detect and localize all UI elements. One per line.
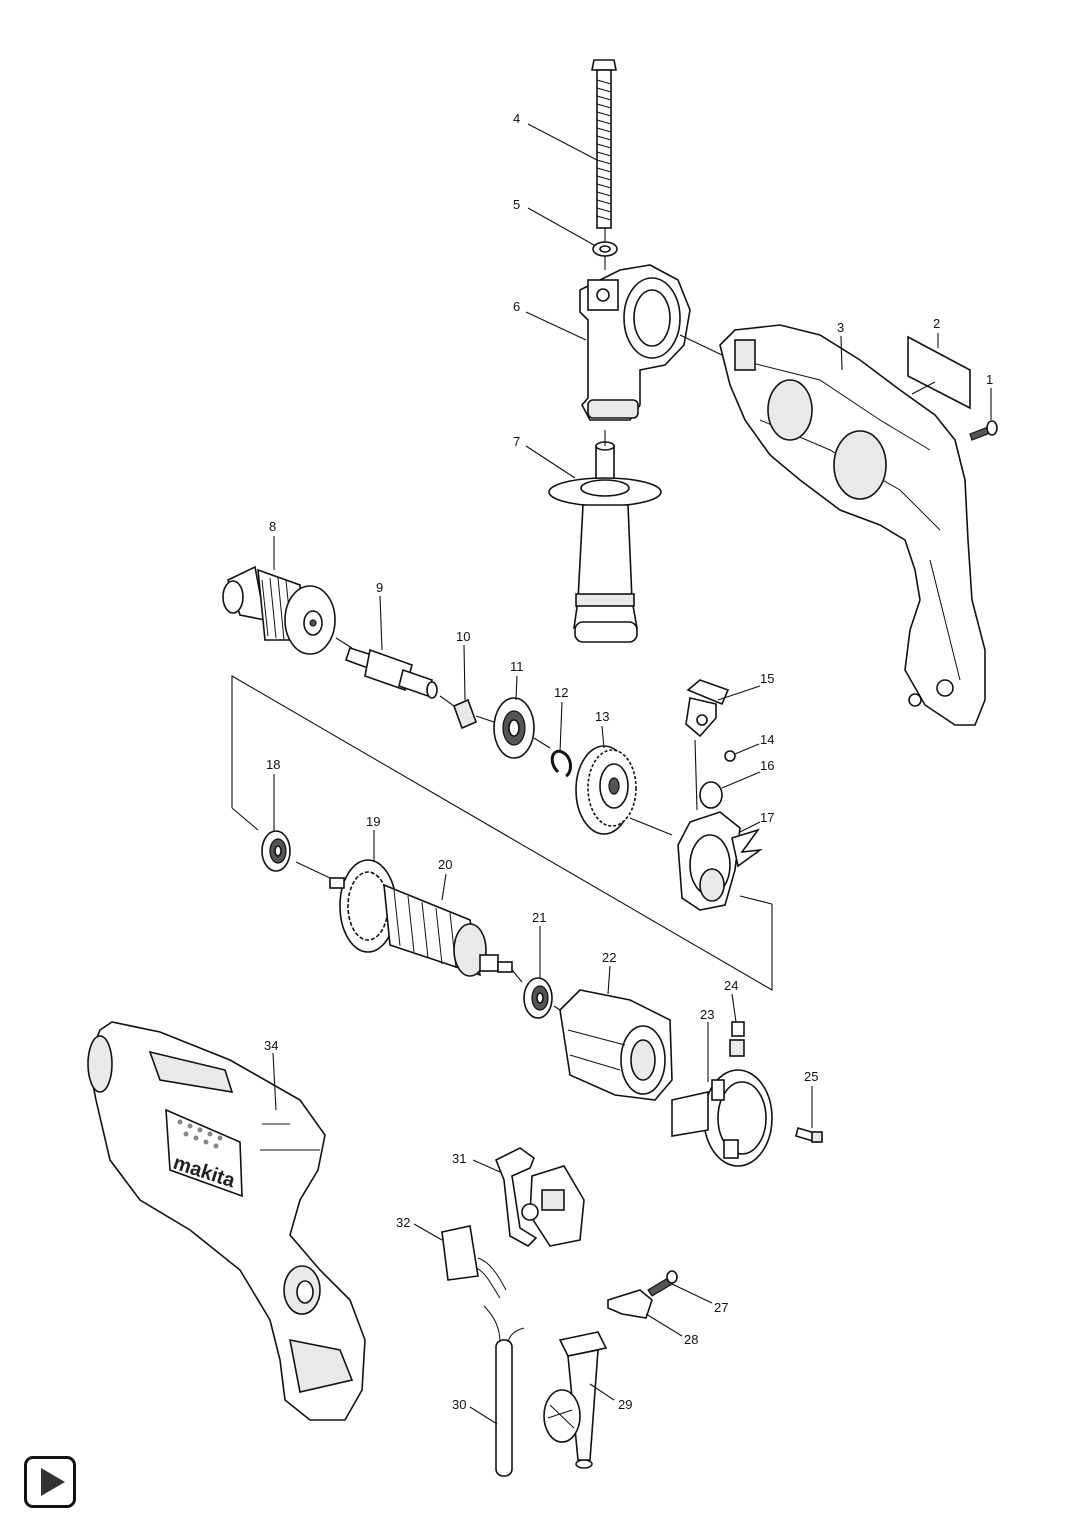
part-label: 11 (510, 659, 524, 674)
part-label: 27 (714, 1300, 728, 1315)
part-8-chuck (222, 565, 336, 655)
part-label: 3 (837, 320, 844, 335)
part-label: 18 (266, 757, 280, 772)
part-28-strain-relief (607, 1289, 653, 1319)
part-label: 34 (264, 1038, 278, 1053)
part-label: 20 (438, 857, 452, 872)
part-16-o-ring (699, 781, 723, 809)
part-20-armature (383, 883, 513, 977)
part-22-field (559, 989, 673, 1101)
part-label: 5 (513, 197, 520, 212)
part-label: 19 (366, 814, 380, 829)
part-9-spindle (344, 646, 438, 699)
play-icon (41, 1468, 65, 1496)
part-3-housing (719, 324, 986, 726)
part-6-side-grip-clamp (579, 264, 691, 421)
part-label: 14 (760, 732, 774, 747)
play-button[interactable] (24, 1456, 76, 1508)
part-11-bearing (493, 697, 535, 759)
part-label: 28 (684, 1332, 698, 1347)
part-17-gear-housing (677, 811, 763, 911)
part-label: 31 (452, 1151, 466, 1166)
part-12-retaining-ring (550, 749, 572, 778)
part-label: 15 (760, 671, 774, 686)
part-label: 9 (376, 580, 383, 595)
part-4-bolt (591, 59, 617, 229)
part-label: 10 (456, 629, 470, 644)
part-31-switch (494, 1147, 585, 1247)
part-label: 8 (269, 519, 276, 534)
part-5-washer (592, 241, 618, 257)
part-18-bearing (261, 830, 291, 872)
part-23-brush-holder (671, 1069, 773, 1167)
part-label: 24 (724, 978, 738, 993)
part-label: 30 (452, 1397, 466, 1412)
part-label: 32 (396, 1215, 410, 1230)
assembly-lines (231, 228, 773, 1011)
part-label: 21 (532, 910, 546, 925)
part-label: 16 (760, 758, 774, 773)
part-10-key (452, 698, 478, 730)
part-label: 12 (554, 685, 568, 700)
part-15-change-lever (685, 679, 730, 738)
part-2-label (907, 335, 971, 410)
part-25-brush-cap (795, 1126, 823, 1144)
part-24-carbon-brush (729, 1021, 745, 1057)
part-label: 13 (595, 709, 609, 724)
part-1-screw (969, 420, 998, 441)
part-label: 29 (618, 1397, 632, 1412)
part-label: 23 (700, 1007, 714, 1022)
part-21-bearing (523, 977, 553, 1019)
part-32-noise-suppressor (441, 1225, 507, 1299)
part-labels: 1 2 3 4 5 6 7 8 9 10 11 12 13 14 15 16 1… (264, 111, 993, 1412)
part-19-fan (329, 859, 397, 953)
leader-lines (272, 123, 992, 1425)
part-13-gear (575, 745, 637, 835)
part-34-housing-set: makita (87, 1021, 366, 1421)
part-14-ball (724, 750, 736, 762)
part-label: 25 (804, 1069, 818, 1084)
part-label: 17 (760, 810, 774, 825)
part-label: 4 (513, 111, 520, 126)
part-label: 22 (602, 950, 616, 965)
part-29-cord-guard (543, 1331, 608, 1469)
part-label: 2 (933, 316, 940, 331)
part-label: 6 (513, 299, 520, 314)
part-label: 1 (986, 372, 993, 387)
part-label: 7 (513, 434, 520, 449)
part-27-screw (647, 1270, 678, 1297)
part-7-side-handle (548, 441, 662, 643)
part-30-power-cord (483, 1305, 525, 1477)
